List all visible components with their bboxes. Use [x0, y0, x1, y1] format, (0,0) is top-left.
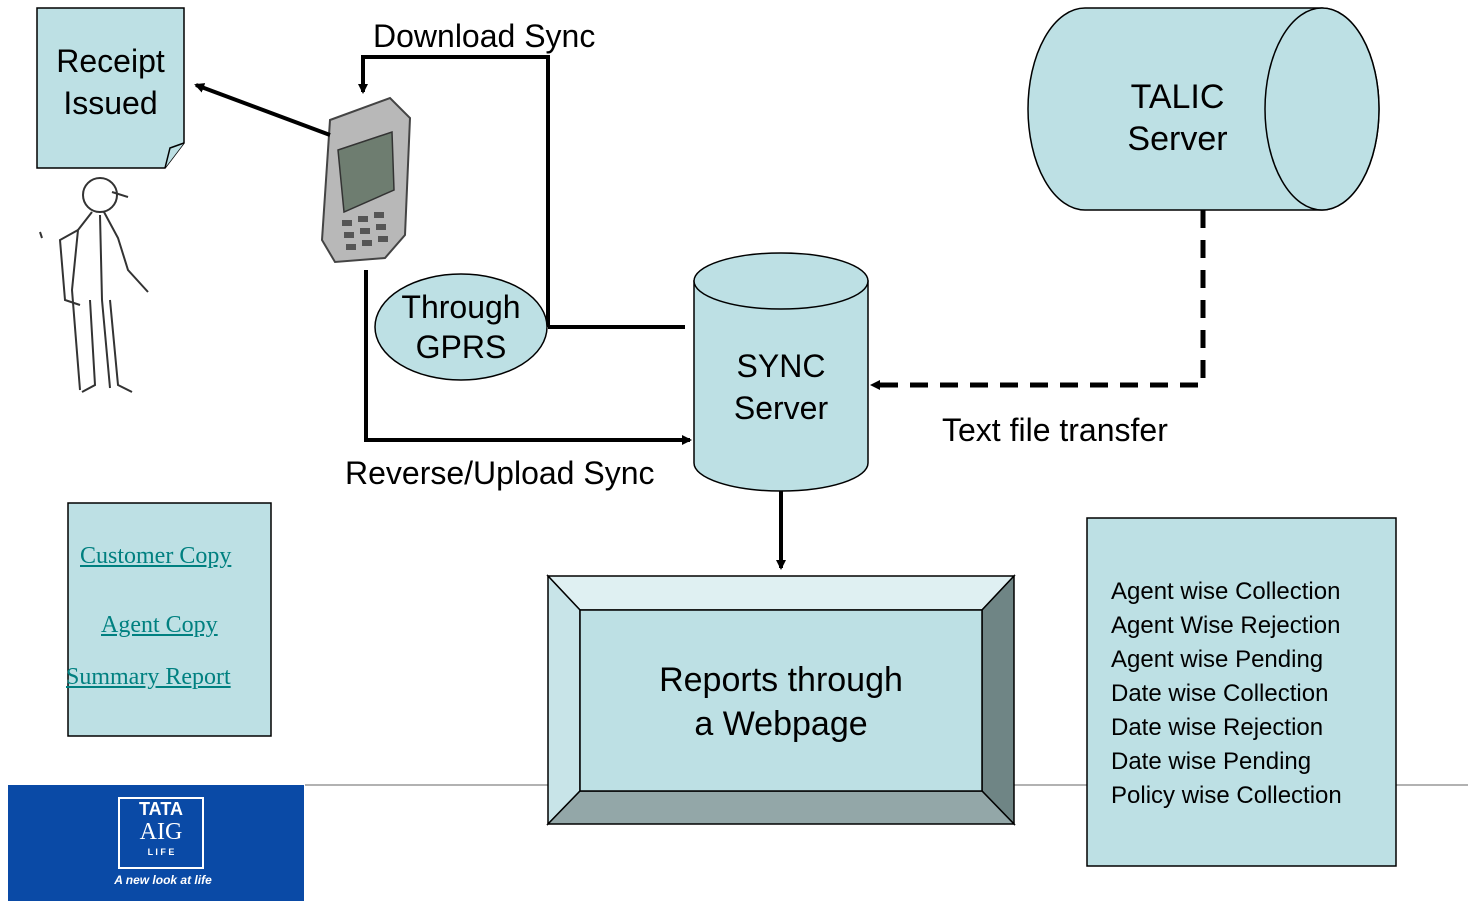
logo-aig: AIG [139, 819, 183, 845]
talic-label-line1: TALIC [1130, 78, 1225, 116]
receipt-fold [164, 142, 185, 169]
receipt-label-line2: Issued [63, 85, 158, 121]
talic-server-label: TALIC Server [1080, 76, 1275, 160]
report-type-item: Agent wise Collection [1111, 578, 1341, 605]
download-sync-label: Download Sync [373, 18, 596, 54]
reports-bevel-box [546, 574, 1016, 826]
sync-server-cylinder [693, 252, 869, 492]
report-type-item: Policy wise Collection [1111, 782, 1342, 809]
logo-tagline: A new look at life [114, 873, 212, 887]
upload-sync-arrow [364, 270, 692, 445]
arrow-to-receipt [194, 83, 331, 137]
report-type-item: Date wise Collection [1111, 680, 1329, 707]
sync-label-line2: Server [733, 390, 829, 426]
agent-copy-link[interactable]: Agent Copy [101, 612, 218, 638]
talic-label-line2: Server [1127, 120, 1228, 158]
report-type-item: Date wise Pending [1111, 748, 1312, 775]
upload-sync-label: Reverse/Upload Sync [345, 455, 655, 491]
report-type-item: Agent Wise Rejection [1111, 612, 1341, 639]
receipt-label: Receipt Issued [37, 40, 184, 124]
text-file-transfer-arrow [870, 210, 1206, 390]
gprs-label-line1: Through [401, 289, 521, 325]
reports-label-line2: a Webpage [694, 705, 868, 743]
summary-report-link[interactable]: Summary Report [66, 664, 231, 690]
talic-server-cylinder [1027, 7, 1380, 211]
text-file-transfer-label: Text file transfer [942, 412, 1168, 448]
logo-emblem-frame [118, 797, 204, 869]
receipt-label-line1: Receipt [56, 43, 165, 79]
report-type-item: Agent wise Pending [1111, 646, 1324, 673]
logo-life: L I F E [147, 847, 175, 857]
report-types-list: Agent wise Collection Agent Wise Rejecti… [1111, 575, 1342, 813]
sync-label-line1: SYNC [736, 348, 826, 384]
report-type-item: Date wise Rejection [1111, 714, 1324, 741]
report-types-box [1086, 517, 1397, 867]
gprs-ellipse [374, 273, 548, 381]
mobile-device [320, 96, 412, 264]
customer-copy-link[interactable]: Customer Copy [80, 543, 232, 569]
sync-server-label: SYNC Server [694, 345, 868, 429]
gprs-label: Through GPRS [375, 287, 547, 367]
download-sync-arrow [358, 55, 550, 327]
reports-label: Reports through a Webpage [580, 658, 982, 746]
gprs-label-line2: GPRS [415, 329, 507, 365]
copies-box [67, 502, 272, 737]
tata-aig-logo: TATA AIG L I F E A new look at life [8, 785, 304, 901]
agent-person-figure [39, 177, 149, 393]
reports-label-line1: Reports through [659, 661, 903, 699]
logo-tata: TATA [139, 799, 183, 819]
